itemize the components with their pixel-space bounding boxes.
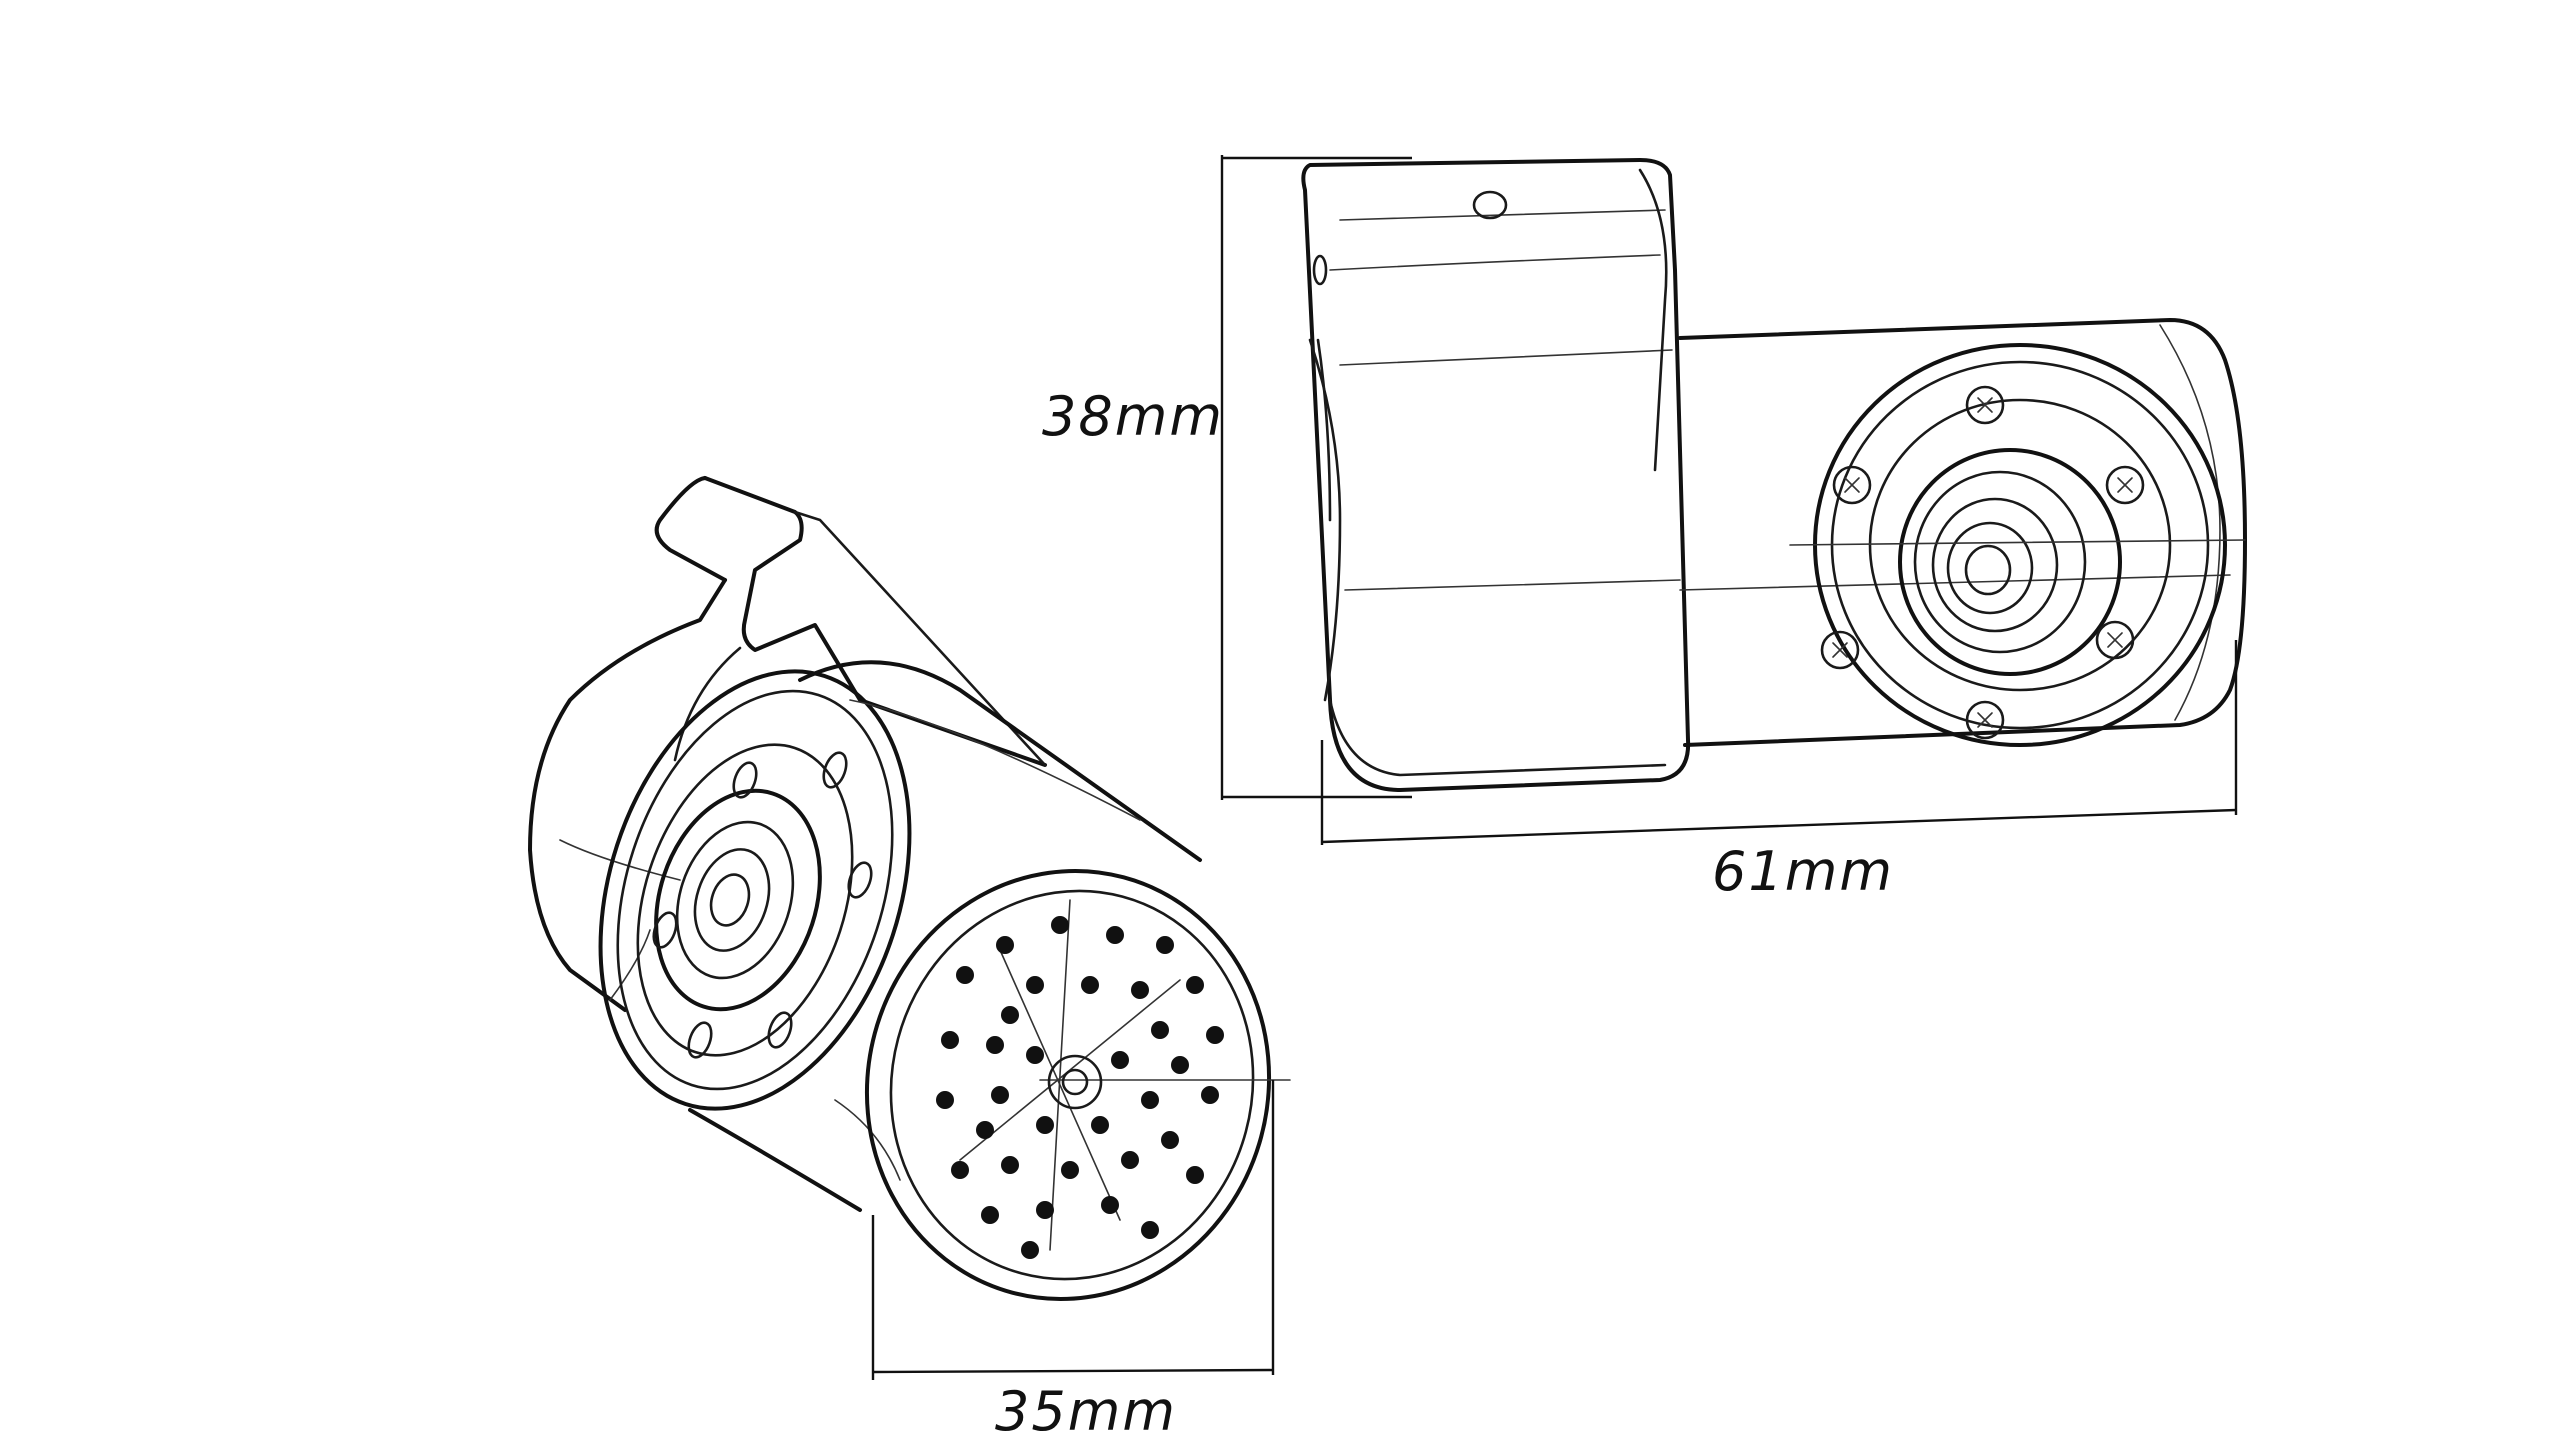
diameter-dimension-label: 35mm xyxy=(995,1380,1177,1443)
dimension-diameter xyxy=(871,1080,1275,1380)
speaker-holes xyxy=(936,916,1224,1259)
mount-bracket-perspective xyxy=(703,476,1047,767)
lens-glass xyxy=(1964,544,2012,596)
bracket-screw-hole xyxy=(1472,190,1508,220)
ir-led-ring xyxy=(1820,385,2145,740)
camera-side-view xyxy=(1301,158,2247,792)
front-face-perspective xyxy=(598,669,912,1111)
camera-body-perspective xyxy=(798,660,1202,862)
dimension-height xyxy=(1220,155,1412,800)
dimension-length xyxy=(1320,640,2238,845)
length-dimension-label: 61mm xyxy=(1712,840,1894,903)
lens-housing-perspective xyxy=(654,788,822,1012)
speaker-face xyxy=(864,868,1272,1302)
front-face-outer xyxy=(1813,343,2227,747)
speaker-center xyxy=(1047,1054,1103,1110)
lens-housing xyxy=(1898,448,2122,676)
ir-led-ring-perspective xyxy=(652,751,873,1059)
camera-perspective-view xyxy=(528,476,1291,1302)
height-dimension-label: 38mm xyxy=(1042,385,1224,448)
mount-bracket xyxy=(1301,158,1691,792)
